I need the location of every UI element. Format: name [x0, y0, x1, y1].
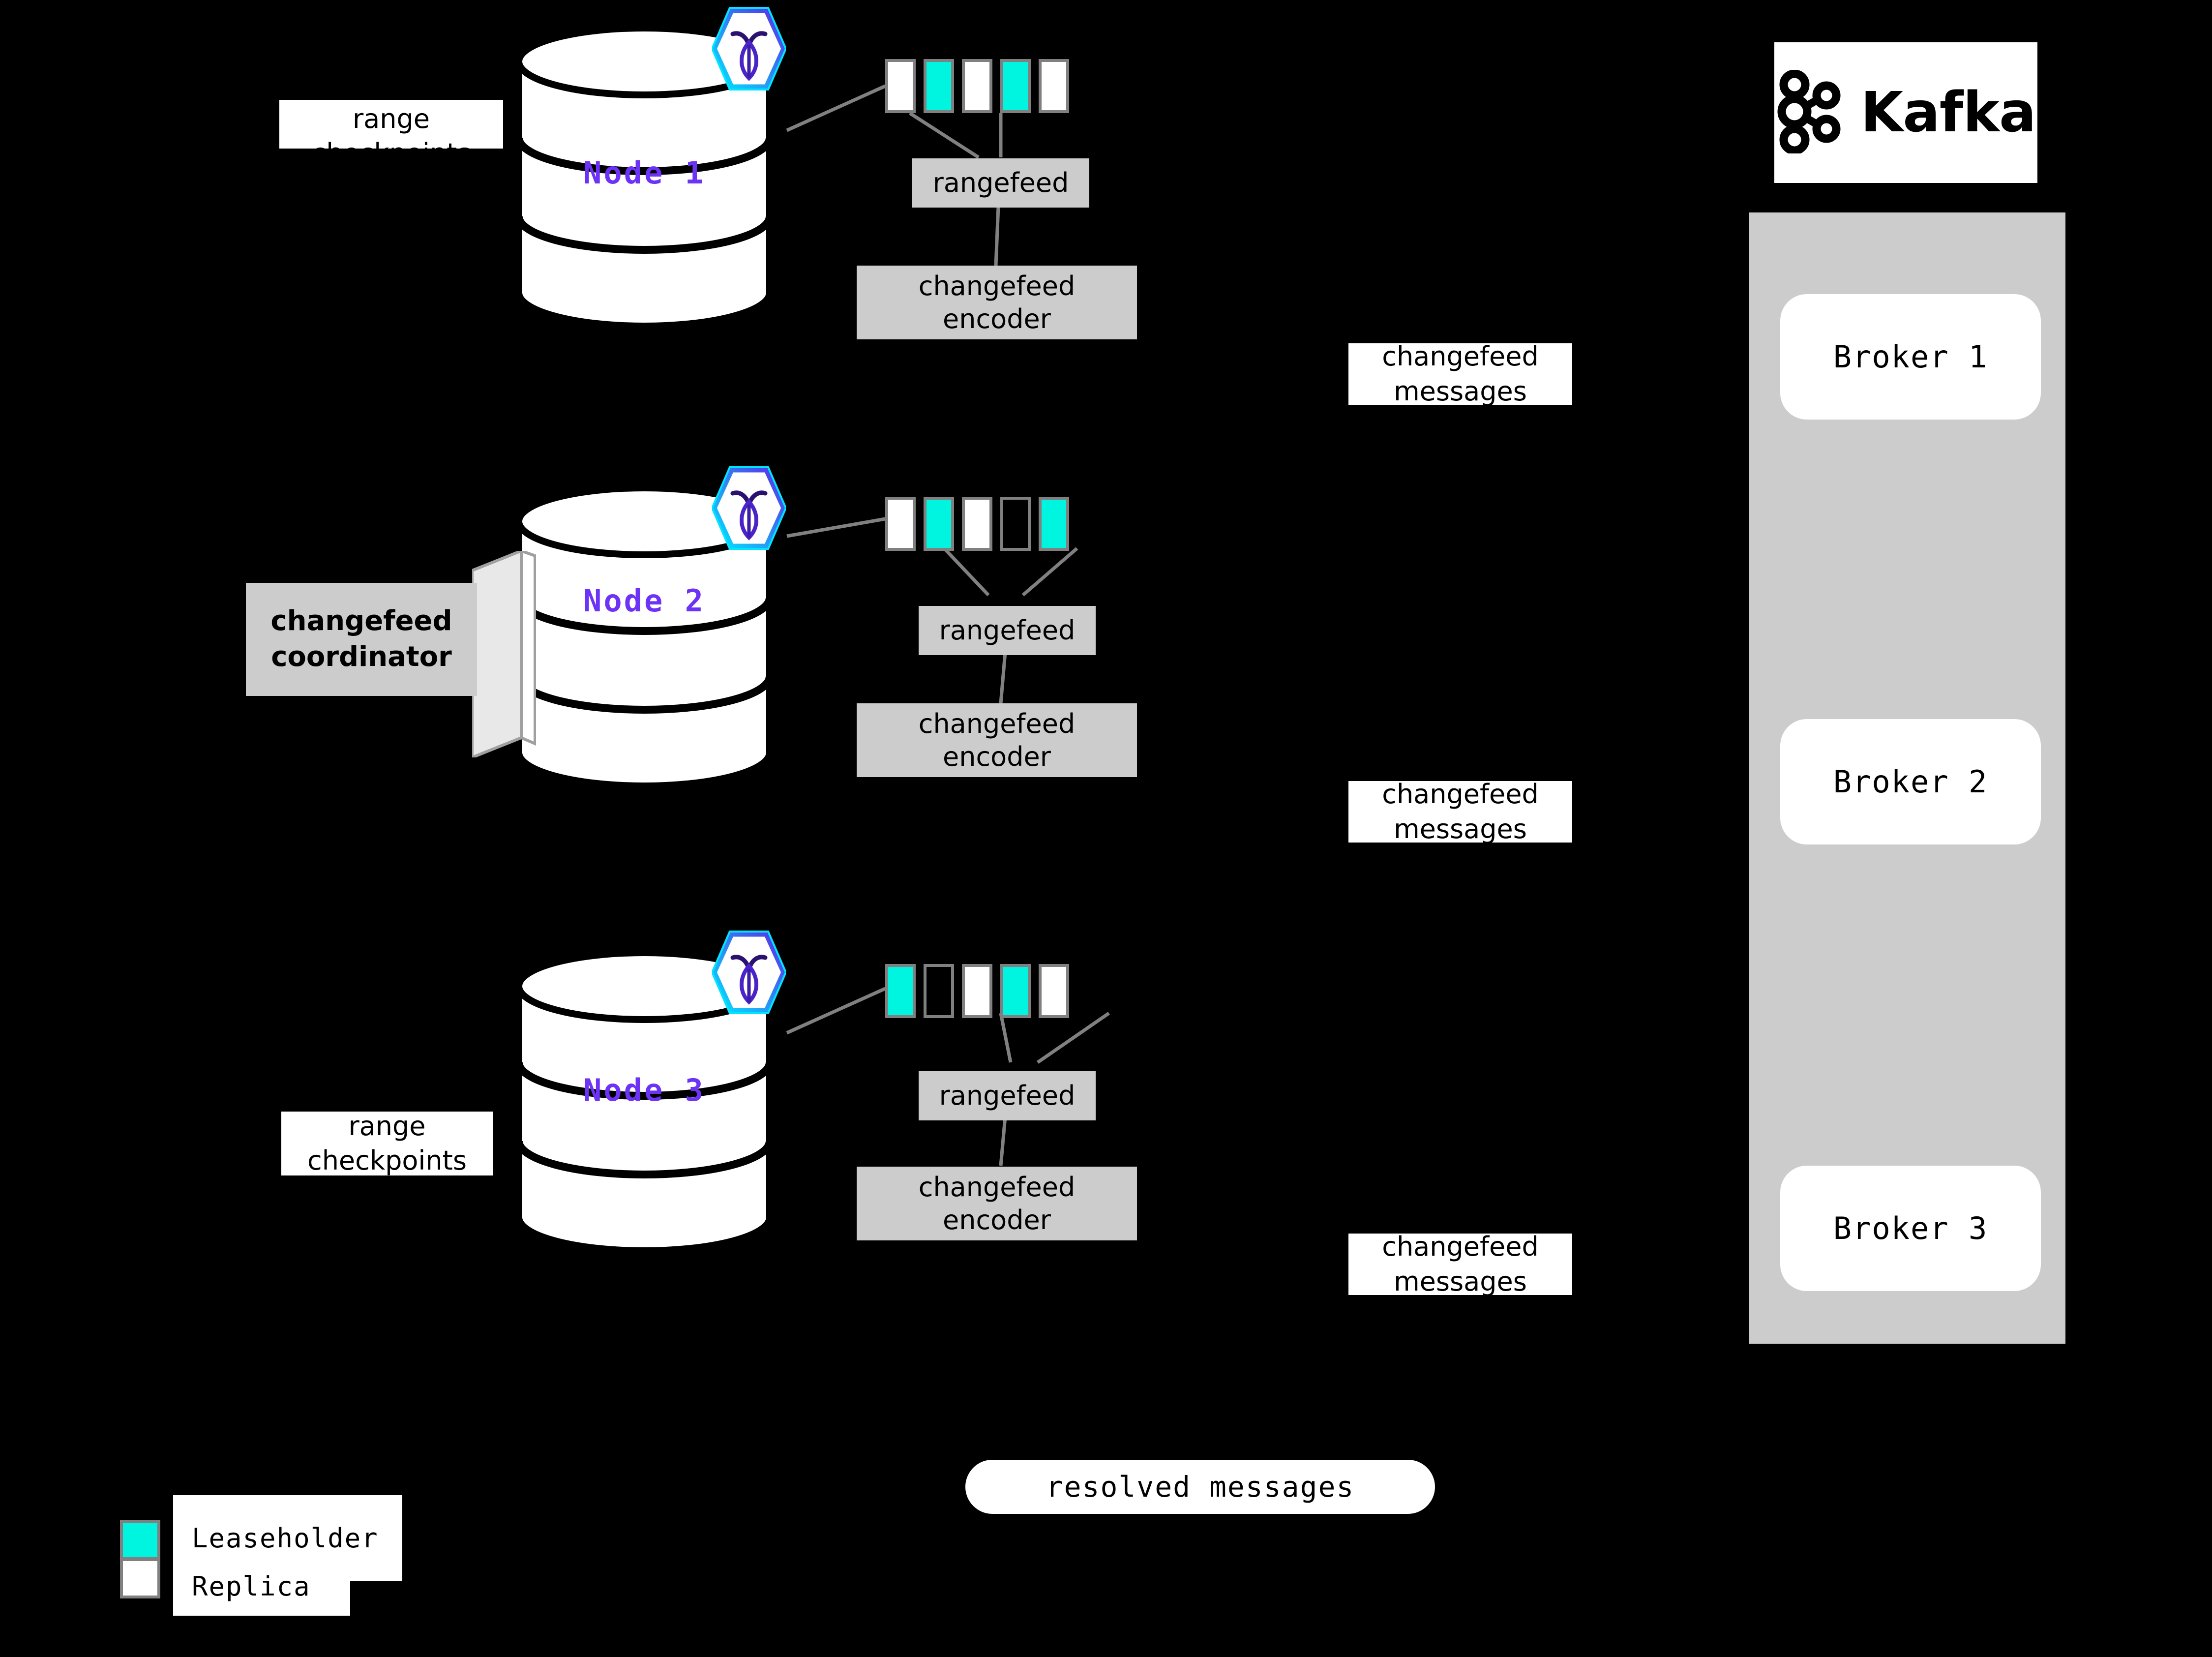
node-3-cylinder: Node 3 — [514, 949, 775, 1254]
node-3-range-checkpoints-label: range checkpoints — [281, 1111, 493, 1176]
legend-swatch-replica — [120, 1558, 160, 1598]
cockroachdb-logo-icon-2 — [711, 466, 787, 552]
range-box[interactable] — [1000, 964, 1031, 1018]
range-box[interactable] — [885, 964, 916, 1018]
kafka-mark-icon — [1776, 69, 1850, 155]
range-box[interactable] — [1039, 497, 1069, 551]
node-2-changefeed-encoder-box[interactable]: changefeed encoder — [857, 703, 1137, 777]
changefeed-coordinator-box[interactable]: changefeed coordinator — [246, 583, 477, 696]
range-box[interactable] — [885, 59, 916, 113]
resolved-messages-pill[interactable]: resolved messages — [965, 1460, 1435, 1514]
range-box[interactable] — [962, 964, 992, 1018]
legend-swatch-leaseholder — [120, 1520, 160, 1560]
node-2-label: Node 2 — [583, 583, 705, 619]
kafka-logo: Kafka — [1774, 42, 2037, 183]
node-2-changefeed-messages-label: changefeed messages — [1348, 779, 1572, 844]
node-3-rangefeed-box[interactable]: rangefeed — [919, 1071, 1096, 1120]
range-box[interactable] — [1000, 497, 1031, 551]
node-1-ranges — [885, 59, 1077, 113]
range-box[interactable] — [924, 964, 954, 1018]
node-1-range-checkpoints-label: range checkpoints — [279, 100, 503, 169]
range-box[interactable] — [1039, 59, 1069, 113]
node-1-rangefeed-box[interactable]: rangefeed — [912, 158, 1089, 208]
node-3-ranges — [885, 964, 1077, 1018]
broker-3-box[interactable]: Broker 3 — [1780, 1166, 2041, 1291]
range-box[interactable] — [924, 59, 954, 113]
cockroachdb-logo-icon-3 — [711, 931, 787, 1016]
node-1-changefeed-encoder-box[interactable]: changefeed encoder — [857, 266, 1137, 339]
range-box[interactable] — [885, 497, 916, 551]
node-2-ranges — [885, 497, 1077, 551]
node-3-label: Node 3 — [583, 1072, 705, 1108]
range-box[interactable] — [1000, 59, 1031, 113]
range-box[interactable] — [1039, 964, 1069, 1018]
range-box[interactable] — [924, 497, 954, 551]
node-2-cylinder: Node 2 — [514, 484, 775, 789]
kafka-wordmark: Kafka — [1860, 81, 2036, 145]
legend-label-replica: Replica — [173, 1557, 350, 1616]
node-1-label: Node 1 — [583, 155, 705, 191]
range-box[interactable] — [962, 497, 992, 551]
range-box[interactable] — [962, 59, 992, 113]
changefeed-coordinator-tab — [471, 548, 537, 760]
node-3-changefeed-encoder-box[interactable]: changefeed encoder — [857, 1167, 1137, 1240]
node-2-rangefeed-box[interactable]: rangefeed — [919, 606, 1096, 655]
node-3-changefeed-messages-label: changefeed messages — [1348, 1231, 1572, 1297]
cockroachdb-logo-icon-1 — [711, 7, 787, 92]
broker-1-box[interactable]: Broker 1 — [1780, 294, 2041, 420]
broker-2-box[interactable]: Broker 2 — [1780, 719, 2041, 844]
node-1-changefeed-messages-label: changefeed messages — [1348, 341, 1572, 407]
